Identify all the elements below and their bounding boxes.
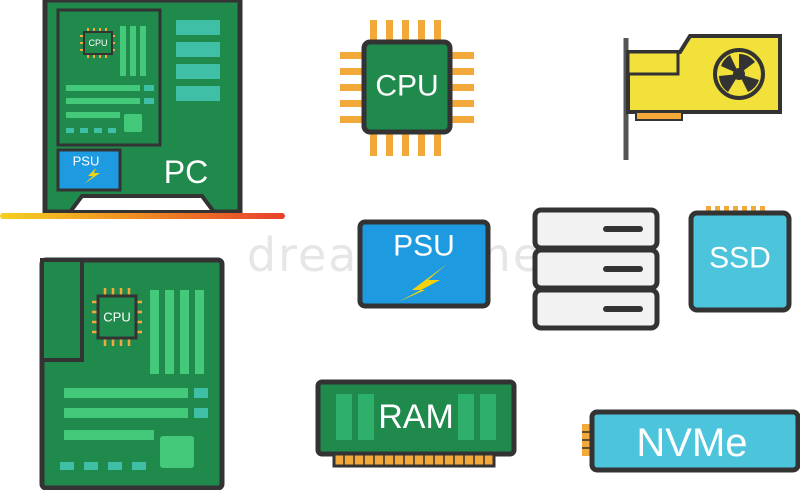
pc-psu-label: PSU bbox=[73, 154, 100, 169]
graphics-card-icon bbox=[623, 34, 782, 160]
ssd-icon: SSD bbox=[688, 206, 792, 313]
gpu-fan-icon bbox=[713, 48, 765, 100]
cpu-label: CPU bbox=[375, 70, 438, 103]
floor-line bbox=[0, 213, 285, 219]
motherboard-icon: CPU bbox=[39, 257, 225, 490]
psu-label: PSU bbox=[393, 230, 455, 263]
pc-cpu-label: CPU bbox=[88, 38, 107, 48]
ssd-label: SSD bbox=[709, 242, 771, 275]
pc-case-icon: CPU PSU PC bbox=[0, 0, 285, 219]
pc-cpu-chip-icon: CPU bbox=[80, 28, 115, 58]
cpu-chip-icon: CPU bbox=[340, 20, 474, 156]
pc-label: PC bbox=[164, 154, 208, 190]
psu-icon: PSU bbox=[357, 219, 491, 309]
ram-module-icon: RAM bbox=[315, 379, 517, 468]
nvme-label: NVMe bbox=[636, 421, 747, 465]
ram-label: RAM bbox=[378, 398, 454, 436]
mb-cpu-label: CPU bbox=[103, 310, 130, 325]
bolt-icon bbox=[398, 264, 447, 302]
server-rack-icon bbox=[532, 207, 660, 331]
nvme-drive-icon: NVMe bbox=[582, 409, 800, 473]
pc-psu-icon: PSU bbox=[56, 148, 122, 192]
mb-cpu-chip-icon: CPU bbox=[92, 288, 142, 346]
